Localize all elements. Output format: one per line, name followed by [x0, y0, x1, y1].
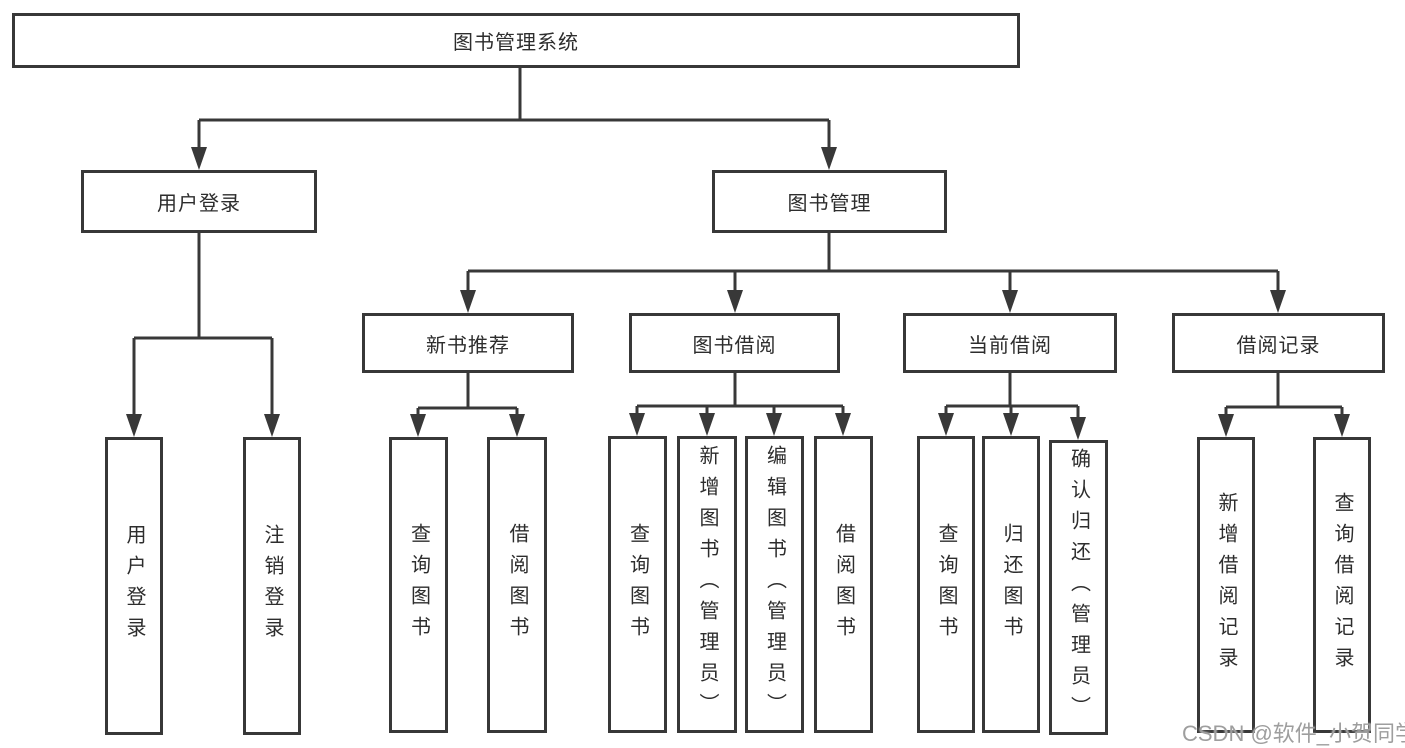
leaf-label: 借阅图书	[506, 523, 528, 647]
leaf-edit-books-admin: 编辑图书（管理员）	[745, 436, 804, 733]
leaf-add-borrow-record: 新增借阅记录	[1197, 437, 1255, 733]
node-label: 当前借阅	[968, 334, 1052, 357]
leaf-label: 注销登录	[261, 524, 283, 648]
connector-management-to-level3	[460, 233, 1286, 313]
connector-root-to-level2	[191, 67, 837, 170]
node-book-borrowing: 图书借阅	[629, 313, 840, 373]
node-new-book-recommend: 新书推荐	[362, 313, 574, 373]
node-library-management-system: 图书管理系统	[12, 13, 1020, 68]
leaf-label: 用户登录	[123, 524, 145, 648]
node-label: 用户登录	[157, 193, 241, 215]
leaf-return-books: 归还图书	[982, 436, 1040, 733]
connector-recommend-leaves	[410, 373, 525, 437]
connector-login-leaves	[126, 233, 280, 437]
leaf-label: 新增借阅记录	[1215, 492, 1237, 678]
csdn-watermark: CSDN @软件_小贺同学	[1182, 721, 1405, 746]
node-label: 图书借阅	[692, 334, 777, 357]
leaf-borrow-books-recommend: 借阅图书	[487, 437, 547, 733]
node-label: 图书管理系统	[453, 32, 579, 54]
leaf-confirm-return-admin: 确认归还（管理员）	[1049, 440, 1108, 735]
leaf-borrow-books: 借阅图书	[814, 436, 873, 733]
leaf-label: 查询图书	[407, 523, 430, 647]
leaf-label: 编辑图书（管理员）	[763, 445, 786, 724]
leaf-add-books-admin: 新增图书（管理员）	[677, 436, 737, 733]
node-label: 借阅记录	[1236, 334, 1321, 357]
leaf-label: 查询借阅记录	[1331, 492, 1353, 678]
node-current-borrowing: 当前借阅	[903, 313, 1117, 373]
leaf-user-login: 用户登录	[105, 437, 163, 735]
leaf-query-books-borrow: 查询图书	[608, 436, 667, 733]
leaf-label: 归还图书	[1000, 522, 1022, 647]
leaf-label: 查询图书	[935, 522, 957, 647]
leaf-query-books-current: 查询图书	[917, 436, 975, 733]
connector-records-leaves	[1218, 373, 1350, 437]
leaf-logout: 注销登录	[243, 437, 301, 735]
node-book-management: 图书管理	[712, 170, 947, 233]
connector-borrow-leaves	[629, 373, 851, 436]
node-user-login-branch: 用户登录	[81, 170, 317, 233]
leaf-label: 确认归还（管理员）	[1067, 448, 1090, 727]
leaf-query-borrow-record: 查询借阅记录	[1313, 437, 1371, 733]
connector-current-leaves	[938, 373, 1086, 440]
node-label: 图书管理	[787, 193, 872, 215]
leaf-label: 查询图书	[626, 522, 649, 647]
node-label: 新书推荐	[426, 334, 510, 357]
leaf-label: 新增图书（管理员）	[696, 445, 718, 724]
leaf-label: 借阅图书	[832, 522, 855, 647]
leaf-query-books-recommend: 查询图书	[389, 437, 448, 733]
node-borrowing-records: 借阅记录	[1172, 313, 1385, 373]
